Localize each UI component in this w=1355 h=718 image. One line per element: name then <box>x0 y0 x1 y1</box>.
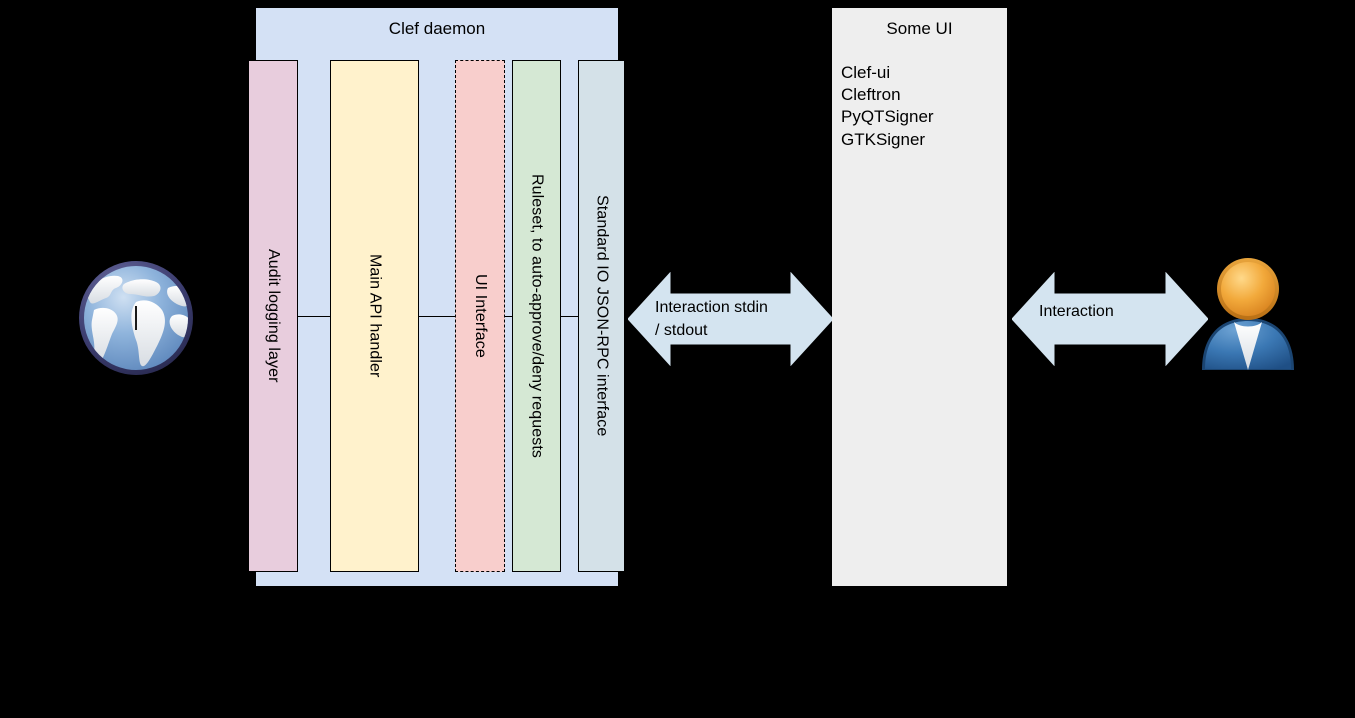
arrow-stdin-stdout <box>628 272 833 366</box>
component-ui-interface: UI Interface <box>455 60 505 572</box>
arrow-stdin-stdout-label: Interaction stdin / stdout <box>655 299 768 339</box>
connector-line <box>560 316 579 317</box>
clef-daemon-container <box>256 8 618 586</box>
globe-icon <box>72 254 200 382</box>
clef-daemon-title: Clef daemon <box>388 19 486 38</box>
connector-line <box>624 316 630 317</box>
component-ruleset: Ruleset, to auto-approve/deny requests <box>512 60 561 572</box>
component-audit-logging-layer: Audit logging layer <box>248 60 298 572</box>
list-item: PyQTSigner <box>841 107 934 127</box>
arrow-interaction <box>1012 272 1208 366</box>
user-icon <box>1196 252 1300 372</box>
component-label: Standard IO JSON-RPC interface <box>593 195 611 437</box>
some-ui-list: Clef-ui Cleftron PyQTSigner GTKSigner <box>841 62 1001 151</box>
some-ui-title: Some UI <box>886 19 953 38</box>
component-label: Audit logging layer <box>265 249 282 383</box>
list-item: GTKSigner <box>841 129 926 149</box>
list-item: Cleftron <box>841 85 901 105</box>
connector-line <box>297 316 331 317</box>
connector-line <box>504 316 513 317</box>
some-ui-panel <box>832 8 1007 586</box>
component-label: UI Interface <box>472 274 489 358</box>
component-stdio-jsonrpc-interface: Standard IO JSON-RPC interface <box>578 60 625 572</box>
component-label: Main API handler <box>366 254 384 378</box>
list-item: Clef-ui <box>841 63 891 82</box>
connector-line <box>418 316 456 317</box>
component-main-api-handler: Main API handler <box>330 60 419 572</box>
arrow-interaction-label: Interaction <box>1039 303 1114 320</box>
component-label: Ruleset, to auto-approve/deny requests <box>528 174 546 458</box>
